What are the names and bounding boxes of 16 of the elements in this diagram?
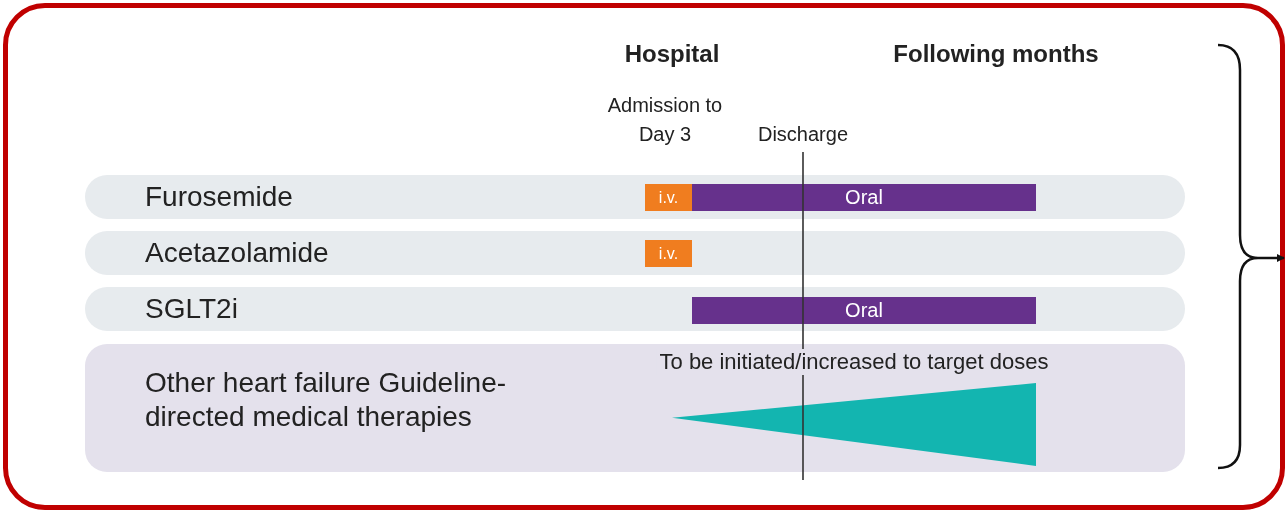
row-band xyxy=(85,344,1185,472)
drug-label: Acetazolamide xyxy=(145,236,329,270)
column-header: Following months xyxy=(892,40,1100,68)
row-band xyxy=(85,287,1185,331)
timepoint-label: Admission to Day 3 xyxy=(606,93,724,147)
row-band xyxy=(85,175,1185,219)
row-band xyxy=(85,231,1185,275)
timeline-bar: i.v. xyxy=(645,240,692,267)
drug-label: Furosemide xyxy=(145,180,293,214)
column-header: Hospital xyxy=(623,40,721,68)
timeline-bar: i.v. xyxy=(645,184,692,211)
timeline-bar: Oral xyxy=(692,297,1036,324)
timepoint-label: Discharge xyxy=(756,122,849,147)
timeline-bar: Oral xyxy=(692,184,1036,211)
drug-label: Other heart failure Guideline-directed medical therapies xyxy=(145,366,508,434)
drug-label: SGLT2i xyxy=(145,292,238,326)
